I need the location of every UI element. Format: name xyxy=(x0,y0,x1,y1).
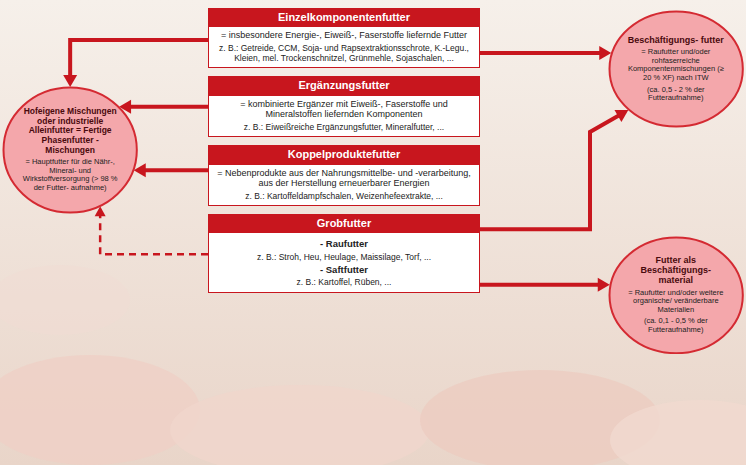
node-text: = Nebenprodukte aus der Nahrungsmittelbe… xyxy=(216,168,472,190)
node-text: = Raufutter und/oder weitere organische/… xyxy=(628,289,724,315)
feed-arrow xyxy=(119,100,208,114)
arrow-line xyxy=(480,51,600,55)
arrow-head xyxy=(614,110,628,122)
arrow-line xyxy=(480,283,599,287)
node-text: z. B.: Getreide, CCM, Soja- und Rapsextr… xyxy=(216,43,472,63)
node-text: z. B.: Eiweißreiche Ergänzungsfutter, Mi… xyxy=(216,122,472,132)
node-heading: Beschäftigungs- futter xyxy=(628,35,724,45)
node-text: (ca. 0,1 - 0,5 % der Futteraufnahme) xyxy=(628,317,724,334)
node-text: = insbesondere Energie-, Eiweiß-, Fasers… xyxy=(216,30,472,41)
arrow-line xyxy=(70,40,208,76)
node-text: (ca. 0,5 - 2 % der Futteraufnahme) xyxy=(628,86,724,103)
box-body: - Raufutter z. B.: Stroh, Heu, Heulage, M… xyxy=(209,233,479,291)
feed-box: Koppelproduktefutter = Nebenprodukte aus … xyxy=(208,145,480,206)
circle-content: Beschäftigungs- futter = Raufutter und/od… xyxy=(628,35,724,103)
circle-content: Hofeigene Mischungen oder industrielle A… xyxy=(22,107,118,192)
arrow-head xyxy=(598,278,610,292)
feed-arrow xyxy=(134,163,208,177)
node-heading: Futter als Beschäftigungs- material xyxy=(628,255,724,285)
feed-circle: Hofeigene Mischungen oder industrielle A… xyxy=(2,86,138,214)
node-text: = Hauptfutter für die Nähr-, Mineral- un… xyxy=(22,158,118,193)
feed-arrow xyxy=(63,40,208,87)
feed-circle: Beschäftigungs- futter = Raufutter und/od… xyxy=(608,10,744,128)
box-header: Koppelproduktefutter xyxy=(209,146,479,164)
box-header: Ergänzungsfutter xyxy=(209,77,479,95)
node-text: - Raufutter xyxy=(216,238,472,249)
arrow-line xyxy=(130,105,208,109)
feed-circle: Futter als Beschäftigungs- material = Rau… xyxy=(608,236,744,355)
node-text: = Raufutter und/oder rohfaserreiche Komp… xyxy=(628,48,724,83)
feed-arrow xyxy=(480,110,628,229)
box-body: = insbesondere Energie-, Eiweiß-, Fasers… xyxy=(209,27,479,67)
feed-box: Grobfutter - Raufutter z. B.: Stroh, Heu, … xyxy=(208,214,480,292)
node-text: - Saftfutter xyxy=(216,264,472,275)
feed-arrow xyxy=(480,46,611,60)
node-heading: Einzelkomponentenfutter xyxy=(213,11,475,24)
node-heading: Grobfutter xyxy=(213,217,475,230)
box-body: = kombinierte Ergänzer mit Eiweiß-, Fase… xyxy=(209,96,479,137)
node-text: = kombinierte Ergänzer mit Eiweiß-, Fase… xyxy=(216,99,472,121)
feed-box: Einzelkomponentenfutter = insbesondere En… xyxy=(208,8,480,68)
arrow-line xyxy=(100,215,208,254)
circle-content: Futter als Beschäftigungs- material = Rau… xyxy=(628,255,724,334)
arrow-line xyxy=(145,168,208,172)
feed-arrow xyxy=(480,278,610,292)
node-text: z. B.: Kartoffeldampfschalen, Weizenhefe… xyxy=(216,191,472,201)
node-heading: Koppelproduktefutter xyxy=(213,148,475,161)
node-text: z. B.: Stroh, Heu, Heulage, Maissilage, … xyxy=(216,252,472,262)
node-text: z. B.: Kartoffel, Rüben, ... xyxy=(216,277,472,287)
node-heading: Hofeigene Mischungen oder industrielle A… xyxy=(22,107,118,155)
arrow-line xyxy=(480,115,619,229)
arrow-head xyxy=(63,75,77,87)
node-heading: Ergänzungsfutter xyxy=(213,79,475,92)
box-body: = Nebenprodukte aus der Nahrungsmittelbe… xyxy=(209,165,479,206)
box-header: Grobfutter xyxy=(209,215,479,233)
feed-arrow xyxy=(95,206,208,254)
feed-box: Ergänzungsfutter = kombinierte Ergänzer m… xyxy=(208,76,480,137)
box-header: Einzelkomponentenfutter xyxy=(209,9,479,27)
